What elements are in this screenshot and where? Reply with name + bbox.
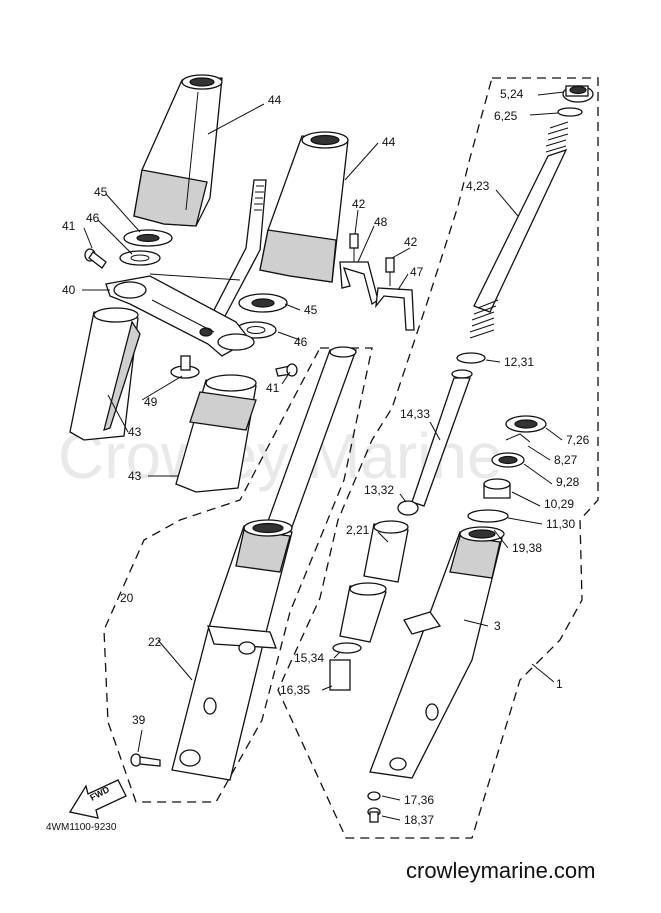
piston-metal-2-21: [363, 520, 409, 583]
fork-cover-43-left: [69, 307, 141, 441]
callout-8-27: 8,27: [554, 453, 578, 467]
callout-20: 20: [120, 591, 134, 605]
callout-19-38: 19,38: [512, 541, 542, 555]
callout-41: 41: [266, 381, 280, 395]
callout-43: 43: [128, 425, 142, 439]
callout-46: 46: [294, 335, 308, 349]
cap-bolt-5-24: [562, 85, 594, 103]
assembly-boundary-1: [277, 77, 599, 839]
callout-44: 44: [268, 93, 282, 107]
oil-seal-9-28: [491, 452, 525, 468]
callout-15-34: 15,34: [294, 651, 324, 665]
bolt-42-left: [349, 233, 359, 262]
callout-48: 48: [374, 215, 388, 229]
spacer-16-35: [329, 659, 351, 691]
callout-43: 43: [128, 469, 142, 483]
dust-seal-7-26: [505, 415, 547, 433]
callout-4-23: 4,23: [466, 179, 490, 193]
callout-18-37: 18,37: [404, 813, 434, 827]
bolt-41-right: [275, 363, 298, 377]
callout-44: 44: [382, 135, 396, 149]
oil-lock-piece-15-34: [332, 642, 362, 654]
callout-45: 45: [304, 303, 318, 317]
callout-45: 45: [94, 185, 108, 199]
assembly-boundary-20: [103, 347, 373, 803]
callout-1: 1: [556, 677, 563, 691]
drawing-code: 4WM1100-9230: [46, 822, 117, 833]
callout-41: 41: [62, 219, 76, 233]
callout-49: 49: [144, 395, 158, 409]
fork-cover-44-left: [133, 74, 223, 227]
callout-11-30: 11,30: [546, 517, 575, 531]
washer-10-29: [483, 478, 511, 499]
fwd-arrow-icon: FWD: [68, 779, 127, 819]
leader-lines: [82, 91, 565, 821]
washer-46-left: [119, 250, 161, 266]
callout-12-31: 12,31: [504, 355, 534, 369]
callout-2-21: 2,21: [346, 523, 370, 537]
fork-cover-43-right: [175, 374, 257, 493]
o-ring-6-25: [557, 107, 583, 117]
callout-7-26: 7,26: [566, 433, 590, 447]
callout-42: 42: [352, 197, 366, 211]
callout-17-36: 17,36: [404, 793, 434, 807]
callout-40: 40: [62, 283, 76, 297]
callout-3: 3: [494, 619, 501, 633]
callout-labels: 44 44 45 46 41 40 45 46 42 48 42 47 41 4…: [62, 87, 590, 827]
bracket-48: [339, 261, 379, 306]
callout-9-28: 9,28: [556, 475, 580, 489]
bolt-39: [130, 753, 161, 767]
callout-46: 46: [86, 211, 100, 225]
callout-14-33: 14,33: [400, 407, 430, 421]
spacer-12-31: [456, 352, 486, 364]
outer-tube-3: [369, 526, 505, 779]
gasket-17-36: [367, 791, 381, 801]
bolt-42-right: [385, 257, 395, 286]
bracket-47: [375, 287, 415, 331]
footer-site-name: crowleymarine.com: [406, 858, 596, 883]
bolt-18-37: [367, 807, 381, 823]
bolt-41-left: [84, 248, 107, 269]
callout-22: 22: [148, 635, 162, 649]
callout-5-24: 5,24: [500, 87, 524, 101]
damper-rod-14-33: [411, 369, 473, 507]
cylinder-complete: [339, 582, 387, 643]
callout-6-25: 6,25: [494, 109, 518, 123]
bushing-11-30: [467, 509, 509, 523]
under-bracket-40: [105, 275, 255, 357]
callout-47: 47: [410, 265, 424, 279]
fork-spring-4-23: [469, 121, 569, 339]
callout-42: 42: [404, 235, 418, 249]
outer-tube-22: [171, 519, 293, 781]
callout-16-35: 16,35: [280, 683, 310, 697]
spring-13-32: [397, 500, 419, 516]
callout-39: 39: [132, 713, 146, 727]
clip-8-27: [505, 433, 531, 443]
callout-13-32: 13,32: [364, 483, 394, 497]
cable-clamp-49: [170, 355, 200, 379]
fork-cover-44-right: [259, 131, 349, 283]
callout-10-29: 10,29: [544, 497, 574, 511]
